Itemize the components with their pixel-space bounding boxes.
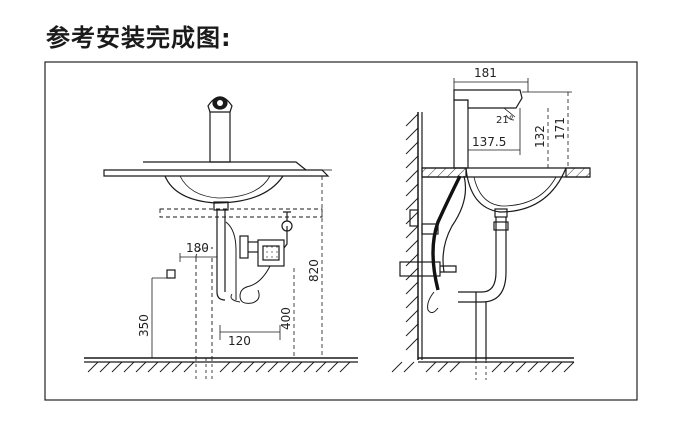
dim-180: 180 — [186, 241, 209, 255]
wall-hatch — [405, 113, 419, 351]
floor-hatch-front — [87, 361, 351, 373]
control-box — [257, 239, 285, 267]
dim-171: 171 — [553, 117, 567, 140]
basin-counter — [103, 169, 330, 177]
drawing-frame — [44, 61, 638, 401]
dim-181: 181 — [474, 66, 497, 80]
faucet-body — [209, 109, 231, 163]
floor-hatch-side — [391, 361, 575, 373]
side-dimensions — [453, 78, 572, 168]
page-title: 参考安装完成图: — [46, 24, 232, 52]
front-dimensions — [151, 169, 332, 358]
dim-137-5: 137.5 — [472, 135, 506, 149]
dim-400: 400 — [279, 307, 293, 330]
dim-820: 820 — [307, 259, 321, 282]
dim-120: 120 — [228, 334, 251, 348]
front-view — [84, 96, 358, 380]
side-view — [391, 89, 591, 380]
faucet-side — [453, 99, 469, 169]
counter-slab — [421, 167, 467, 178]
angle-label: 21° — [496, 115, 514, 126]
dim-350: 350 — [137, 314, 151, 337]
dim-132: 132 — [533, 125, 547, 148]
basin-bowl — [164, 175, 284, 204]
